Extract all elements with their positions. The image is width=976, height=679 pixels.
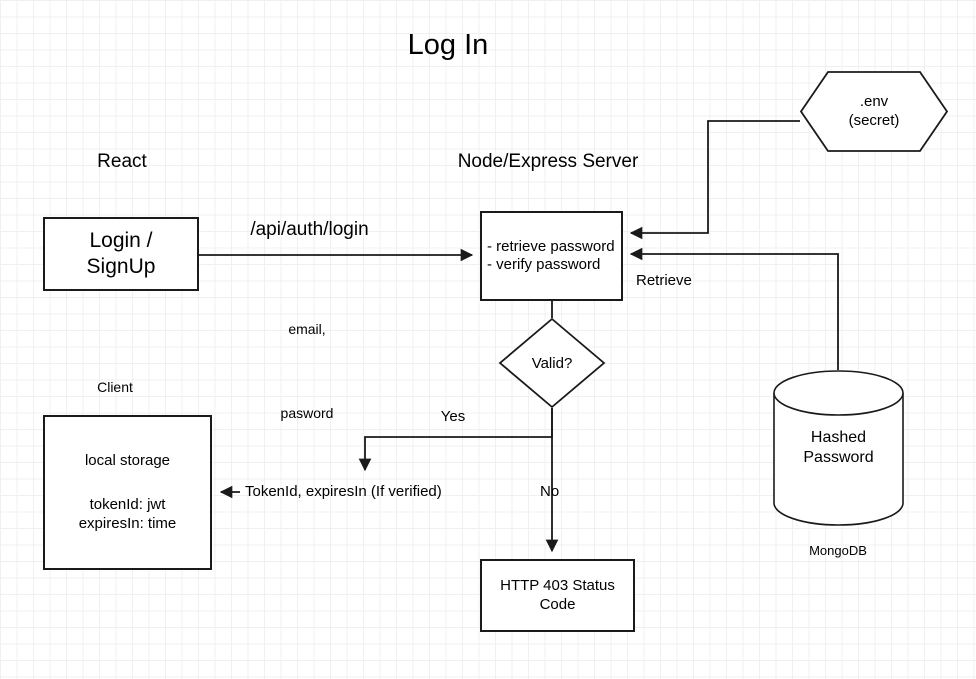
edge-label-payload-password: pasword (280, 405, 334, 421)
node-http-403-line2: Code (539, 595, 576, 613)
lane-label-react: React (97, 151, 147, 172)
node-valid-decision-label: Valid? (531, 354, 573, 372)
cylinder-shape (773, 370, 904, 526)
node-env-secret-line1: .env (859, 92, 889, 110)
edge-env-to-server (629, 120, 800, 240)
node-env-secret[interactable]: .env (secret) (799, 71, 949, 152)
node-login-signup-line1: Login / (89, 229, 153, 253)
node-local-storage-expires: expiresIn: time (78, 514, 177, 532)
edge-label-payload: email, pasword (232, 259, 382, 483)
node-http-403[interactable]: HTTP 403 Status Code (480, 559, 635, 632)
page-title: Log In (407, 29, 489, 61)
node-database-line2: Password (803, 449, 874, 466)
node-valid-decision[interactable]: Valid? (498, 317, 606, 409)
diamond-shape (498, 317, 606, 409)
edge-label-retrieve: Retrieve (636, 272, 692, 289)
edge-label-payload-email: email, (288, 321, 326, 337)
node-http-403-line1: HTTP 403 Status (500, 577, 615, 595)
edge-label-api: /api/auth/login (250, 219, 369, 240)
node-database-line1: Hashed (810, 429, 867, 446)
lane-label-client: Client (97, 379, 133, 395)
node-login-signup-line2: SignUp (86, 255, 156, 278)
node-local-storage[interactable]: local storage tokenId: jwt expiresIn: ti… (43, 415, 212, 570)
node-express-server-line1: - retrieve password (487, 237, 615, 255)
node-express-server-line2: - verify password (487, 256, 601, 273)
edge-label-no: No (540, 483, 560, 500)
node-express-server[interactable]: - retrieve password - verify password (480, 211, 623, 301)
node-local-storage-token: tokenId: jwt (89, 496, 166, 514)
node-local-storage-title: local storage (84, 452, 171, 470)
edge-label-yes: Yes (440, 408, 466, 425)
node-login-signup[interactable]: Login / SignUp (43, 217, 199, 291)
lane-label-mongodb: MongoDB (809, 543, 867, 558)
node-env-secret-line2: (secret) (848, 111, 900, 129)
hexagon-shape (799, 71, 949, 152)
node-database-hashed-password[interactable]: Hashed Password (773, 370, 904, 526)
lane-label-server: Node/Express Server (457, 151, 639, 172)
edge-label-token: TokenId, expiresIn (If verified) (245, 483, 442, 500)
